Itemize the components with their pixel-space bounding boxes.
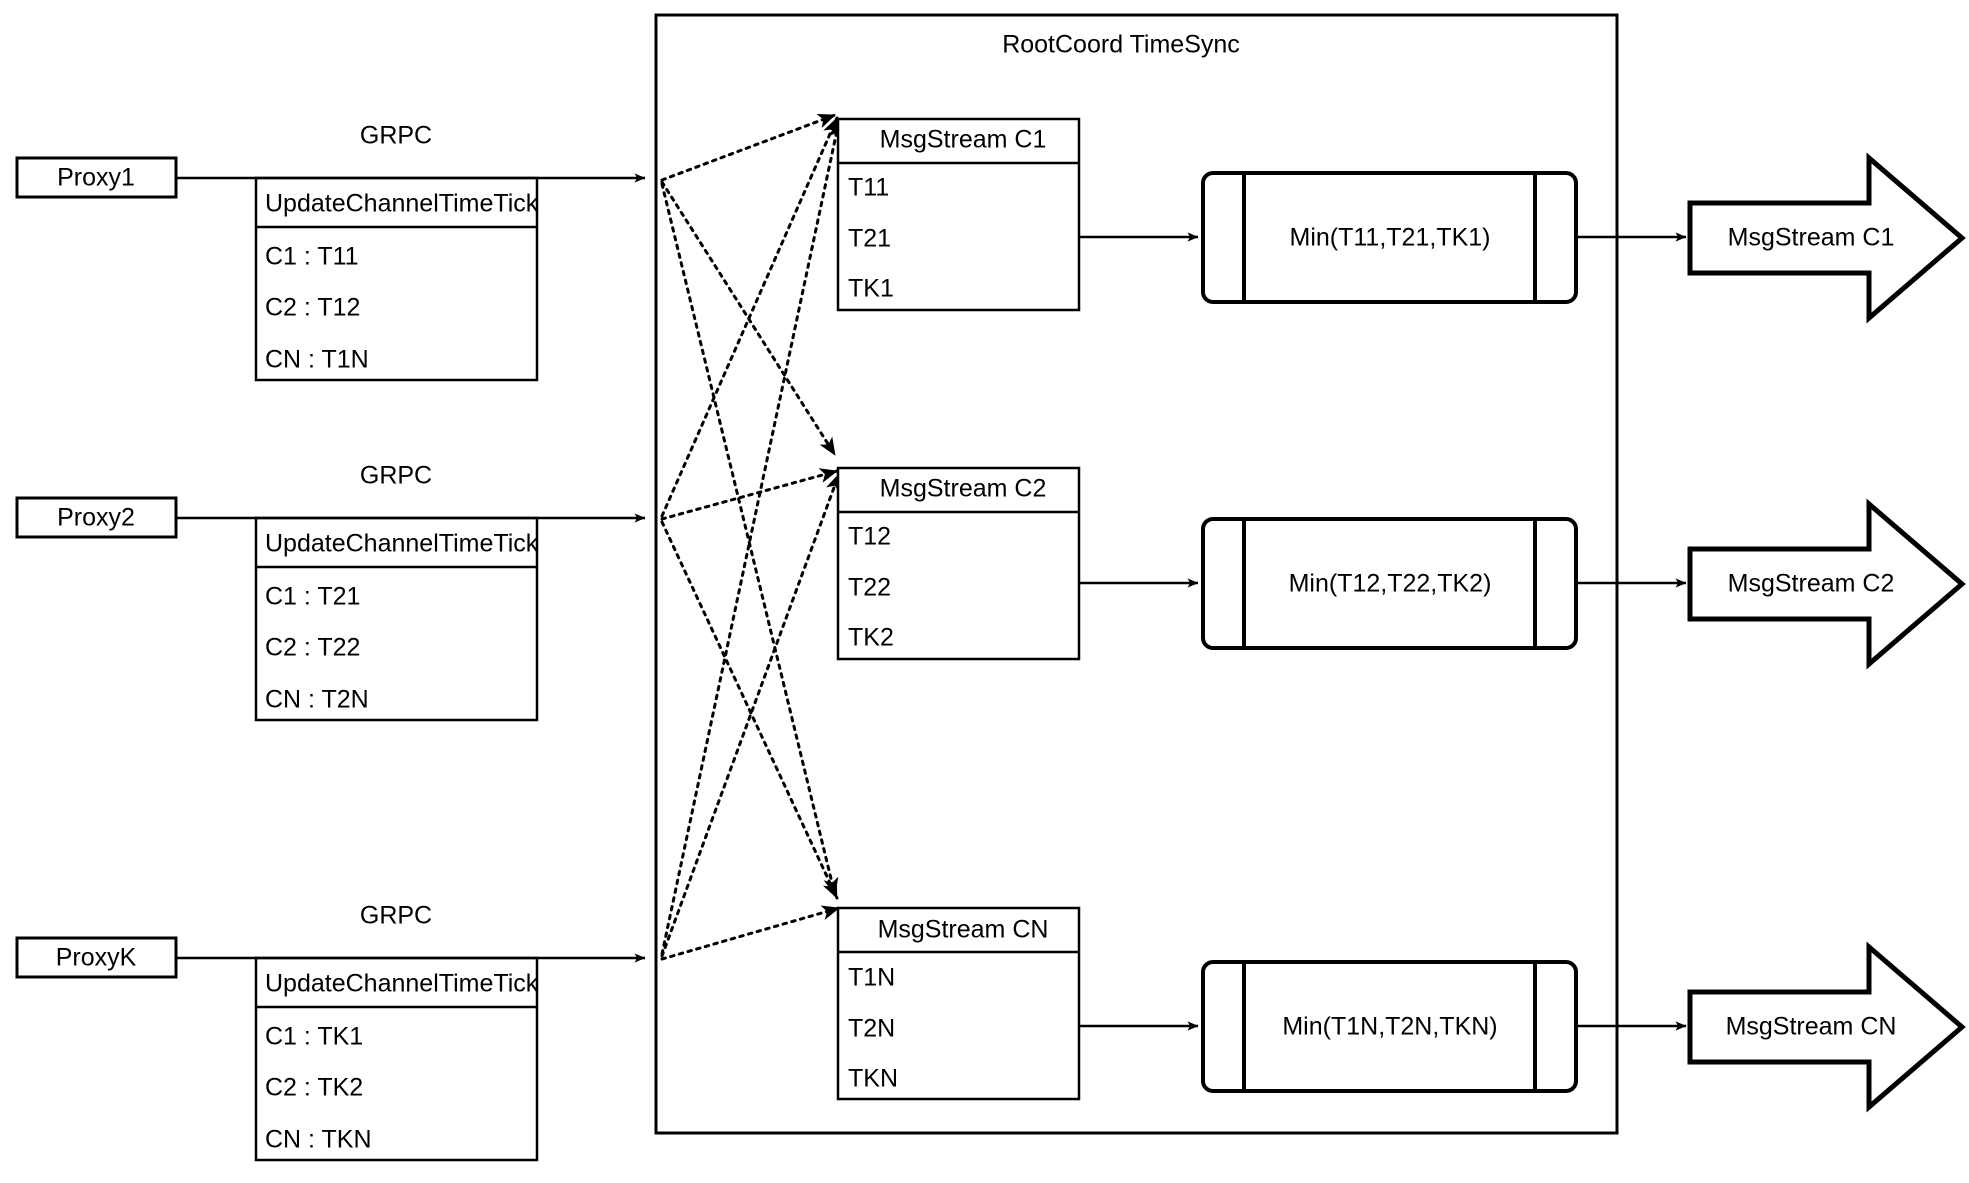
- msgstream-table-1: [836, 117, 1081, 312]
- dotted-link-p1-c1: [660, 113, 837, 182]
- dotted-link-p2-cn: [660, 520, 839, 900]
- output-label-2: MsgStream C2: [1727, 569, 1895, 598]
- min-label-3: Min(T1N,T2N,TKN): [1282, 1012, 1498, 1041]
- timetick-table-1: [254, 176, 539, 382]
- proxy-box-1: [15, 156, 178, 199]
- dotted-link-pk-cn: [660, 905, 841, 961]
- msgstream-header-3: MsgStream CN: [877, 915, 1049, 944]
- output-block-arrow-1: [1687, 152, 1966, 324]
- proxy-box-2: [15, 496, 178, 539]
- msgstream-row-2-1: T12: [848, 522, 892, 551]
- msgstream-row-2-3: TK2: [848, 623, 894, 652]
- dotted-link-p2-c1: [660, 116, 839, 518]
- output-label-1: MsgStream C1: [1727, 223, 1895, 252]
- proxy-label-1: Proxy1: [57, 163, 135, 192]
- dotted-link-pk-c2: [660, 472, 841, 958]
- timetick-table-row-2-3: CN : T2N: [265, 685, 369, 714]
- msgstream-row-1-2: T21: [848, 224, 892, 253]
- grpc-link-label-3: GRPC: [359, 901, 433, 930]
- timetick-table-header-1: UpdateChannelTimeTick: [265, 189, 539, 218]
- dotted-link-p1-cn: [660, 182, 839, 897]
- proxy-label-2: Proxy2: [57, 503, 135, 532]
- proxy-label-3: ProxyK: [55, 943, 137, 972]
- timetick-table-row-1-2: C2 : T12: [265, 293, 361, 322]
- timetick-table-row-3-2: C2 : TK2: [265, 1073, 364, 1102]
- msgstream-row-2-2: T22: [848, 573, 892, 602]
- timetick-table-3: [254, 956, 539, 1162]
- msgstream-row-3-2: T2N: [848, 1014, 896, 1043]
- timetick-table-header-3: UpdateChannelTimeTick: [265, 969, 539, 998]
- timetick-table-2: [254, 516, 539, 722]
- grpc-link-label-1: GRPC: [359, 121, 433, 150]
- msgstream-row-1-1: T11: [848, 173, 890, 202]
- timetick-table-row-3-3: CN : TKN: [265, 1125, 372, 1154]
- msgstream-table-2: [836, 466, 1081, 661]
- output-label-3: MsgStream CN: [1725, 1012, 1897, 1041]
- timetick-table-row-3-1: C1 : TK1: [265, 1022, 364, 1051]
- timetick-table-header-2: UpdateChannelTimeTick: [265, 529, 539, 558]
- timetick-table-row-1-1: C1 : T11: [265, 242, 359, 271]
- timetick-table-row-2-1: C1 : T21: [265, 582, 361, 611]
- rootcoord-container-title: RootCoord TimeSync: [1002, 30, 1240, 59]
- msgstream-table-3: [836, 906, 1081, 1101]
- msgstream-header-2: MsgStream C2: [879, 474, 1047, 503]
- min-label-1: Min(T11,T21,TK1): [1289, 223, 1491, 252]
- msgstream-row-3-3: TKN: [848, 1064, 898, 1093]
- output-block-arrow-2: [1687, 498, 1966, 670]
- grpc-link-label-2: GRPC: [359, 461, 433, 490]
- dotted-link-pk-c1: [660, 119, 843, 956]
- msgstream-row-1-3: TK1: [848, 274, 894, 303]
- msgstream-header-1: MsgStream C1: [879, 125, 1047, 154]
- output-block-arrow-3: [1687, 941, 1966, 1113]
- timetick-table-row-1-3: CN : T1N: [265, 345, 369, 374]
- dotted-link-p2-c2: [660, 468, 839, 521]
- msgstream-row-3-1: T1N: [848, 963, 896, 992]
- timetick-table-row-2-2: C2 : T22: [265, 633, 361, 662]
- min-label-2: Min(T12,T22,TK2): [1288, 569, 1492, 598]
